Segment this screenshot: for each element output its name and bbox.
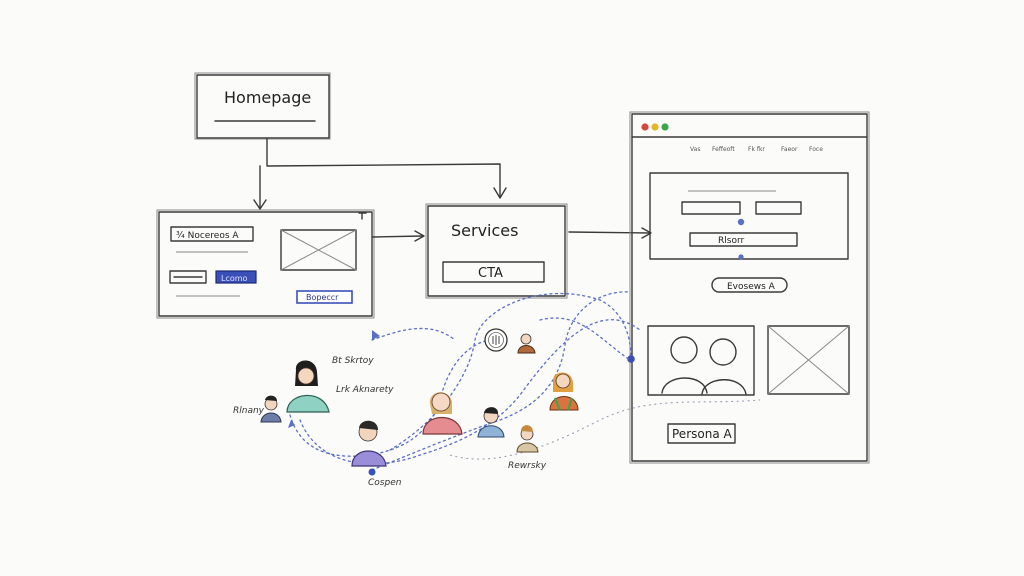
cta-button[interactable] (442, 261, 545, 283)
browser-hero-section (649, 172, 849, 260)
landing-primary-button[interactable] (215, 270, 257, 284)
persona-small-top (517, 333, 536, 354)
persona-label-2: Rlnany (233, 406, 265, 416)
landing-to-services-arrow (372, 230, 425, 242)
browser-hero-dot (737, 218, 745, 226)
landing-secondary-button[interactable] (296, 290, 353, 304)
landing-small-box (169, 270, 207, 284)
persona-pink (422, 392, 463, 435)
browser-nav-item-4[interactable]: Foce (809, 146, 823, 153)
landing-secondary-button-label: Bopeccr (306, 293, 339, 302)
cta-button-label: CTA (478, 266, 503, 281)
browser-nav-item-1[interactable]: Feffeoft (712, 146, 735, 153)
persona-blue (477, 407, 505, 438)
browser-image-placeholder (767, 325, 850, 395)
persona-label-4: Rewrsky (508, 461, 547, 471)
persona-orange (549, 372, 579, 411)
browser-entry-dot (627, 355, 635, 363)
persona-label-3: Cospen (368, 478, 402, 488)
browser-pill-button[interactable] (711, 277, 788, 293)
browser-window: Vas Feffeoft Fk fkr Faeor Foce Rlsorr Ev… (627, 111, 870, 464)
homepage-connectors (253, 138, 507, 210)
browser-hero-button[interactable] (689, 232, 798, 247)
landing-primary-button-label: Lcomo (221, 274, 248, 283)
persona-label-text: Persona A (672, 427, 732, 441)
services-to-browser-arrow (568, 227, 652, 239)
browser-hero-input-right[interactable] (755, 201, 802, 215)
landing-label-box (170, 226, 254, 242)
browser-hero-input-left[interactable] (681, 201, 741, 215)
persona-teal (286, 360, 330, 413)
landing-image-placeholder (280, 229, 357, 271)
browser-hero-button-label: Rlsorr (718, 236, 744, 246)
people-photo-figures (661, 336, 747, 395)
persona-label-0: Bt Skrtoy (332, 356, 374, 366)
browser-nav-item-3[interactable]: Faeor (781, 146, 798, 153)
browser-minimize-dot[interactable] (651, 123, 659, 131)
persona-purple (351, 420, 387, 476)
browser-nav-item-0[interactable]: Vas (690, 146, 700, 153)
persona-small-bottom (516, 425, 539, 453)
homepage-node: Homepage (194, 72, 331, 140)
browser-hero-lower-dot (738, 254, 744, 260)
browser-people-photo (647, 325, 755, 396)
journey-paths (288, 291, 761, 471)
homepage-title: Homepage (224, 88, 311, 107)
browser-pill-button-label: Evosews A (727, 282, 776, 292)
browser-nav: Vas Feffeoft Fk fkr Faeor Foce (690, 146, 823, 153)
landing-page-node: ¾ Nocereos A Lcomo Bopeccr (156, 209, 375, 319)
browser-close-dot[interactable] (641, 123, 649, 131)
services-node: Services CTA (425, 203, 568, 299)
persona-label-box (667, 423, 736, 444)
user-badge-icon (484, 328, 508, 352)
services-title: Services (451, 221, 518, 240)
persona-small-left (260, 395, 282, 423)
browser-maximize-dot[interactable] (661, 123, 669, 131)
landing-label-text: ¾ Nocereos A (176, 231, 239, 241)
browser-nav-item-2[interactable]: Fk fkr (748, 146, 765, 153)
persona-label-1: Lrk Aknarety (336, 385, 394, 395)
